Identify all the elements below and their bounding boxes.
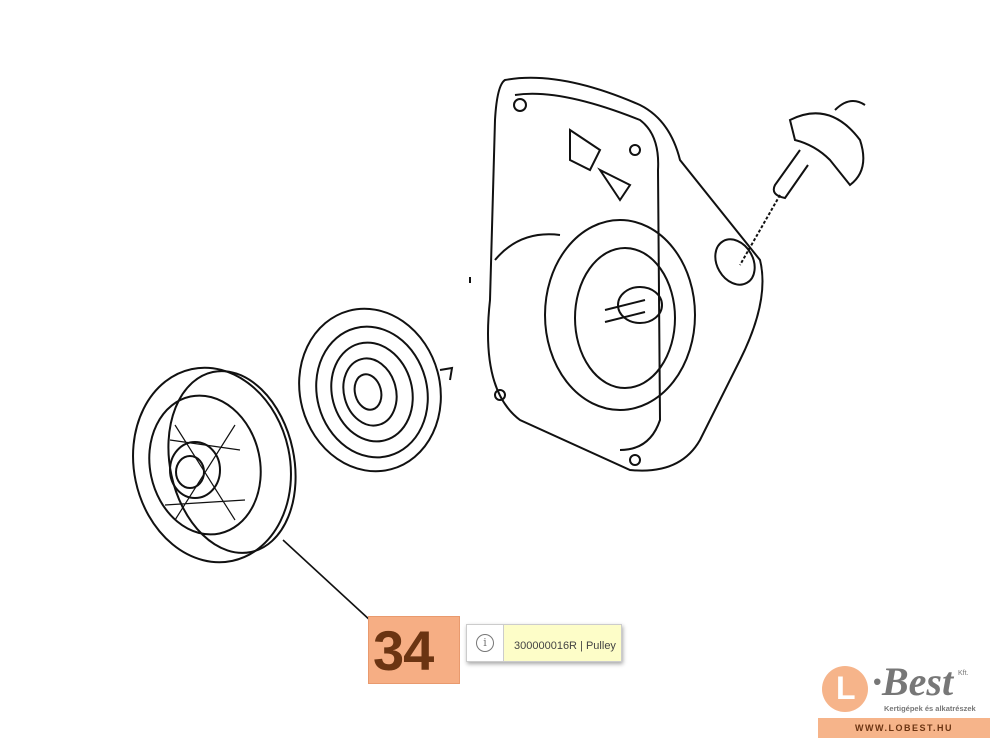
logo-name: ·Best — [872, 659, 954, 704]
starter-housing — [487, 76, 764, 472]
lobest-logo: L ·Best Kft. Kertigépek és alkatrészek W… — [818, 659, 990, 742]
pulley — [132, 366, 373, 623]
callout-number: 34 — [373, 619, 434, 682]
part-tooltip: i 300000016R | Pulley — [466, 624, 622, 662]
starter-handle — [714, 100, 866, 286]
logo-mark: L — [822, 666, 868, 712]
logo-tagline: Kertigépek és alkatrészek — [884, 704, 976, 713]
tooltip-text: 300000016R | Pulley — [504, 625, 621, 661]
logo-url: WWW.LOBEST.HU — [818, 718, 990, 738]
part-number-callout[interactable]: 34 — [368, 616, 460, 684]
recoil-spring — [298, 307, 454, 473]
logo-suffix: Kft. — [958, 670, 969, 677]
info-icon: i — [467, 625, 504, 661]
